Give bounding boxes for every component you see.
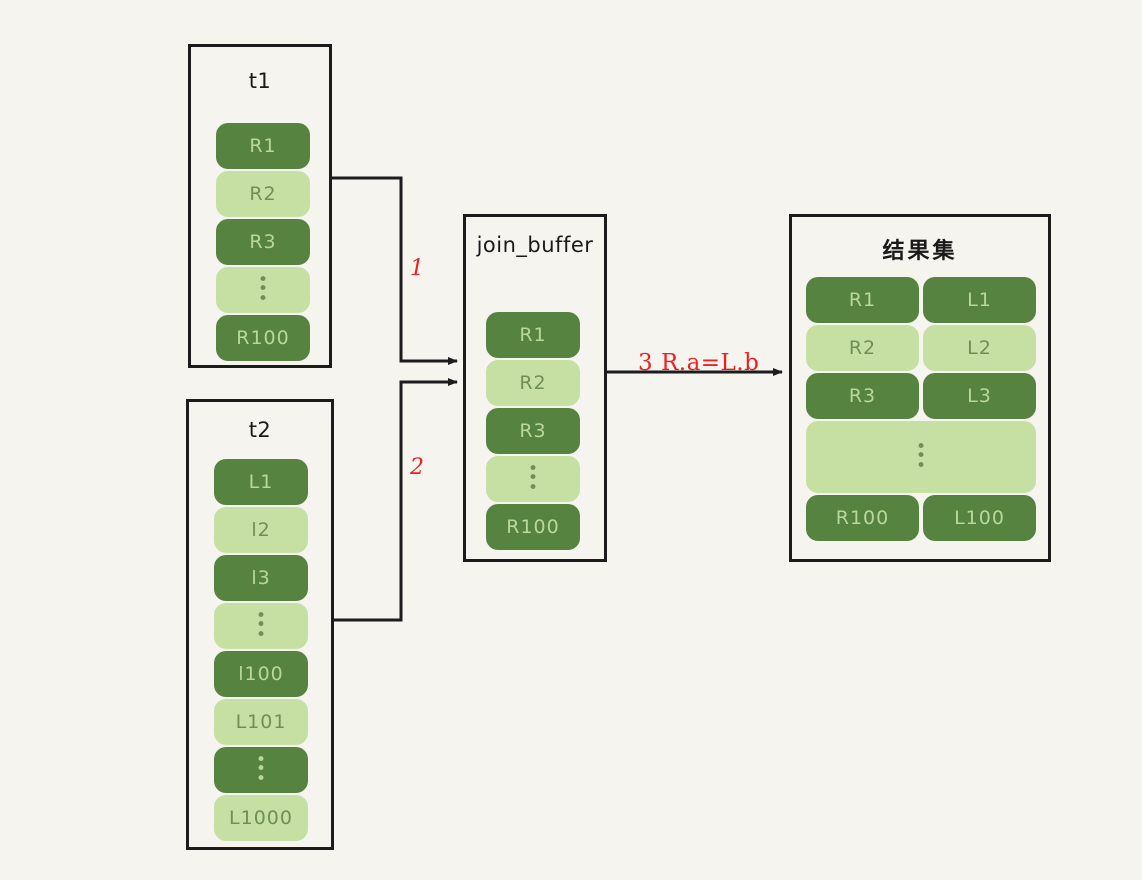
row-label: R2: [519, 372, 547, 394]
row-label: R100: [236, 327, 290, 349]
result-row-pill-left: R2: [806, 325, 919, 371]
row-label: L101: [235, 711, 287, 733]
row-label: R1: [519, 324, 547, 346]
row-pill: R100: [486, 504, 580, 550]
row-label: R3: [249, 231, 277, 253]
annotation-step-1: 1: [410, 256, 424, 281]
row-label: l100: [238, 663, 284, 685]
table-title-join-buffer: join_buffer: [476, 233, 594, 257]
row-label: l3: [251, 567, 271, 589]
result-row-pill-left: R100: [806, 495, 919, 541]
annotation-step-2: 2: [410, 455, 424, 480]
result-row-pill-span: •••: [806, 421, 1036, 493]
table-title-result-set: 结果集: [882, 239, 958, 264]
row-pill: l2: [214, 507, 308, 553]
row-pill: R2: [216, 171, 310, 217]
result-row-pill-right: L1: [923, 277, 1036, 323]
row-pill: •••: [214, 747, 308, 793]
row-pill: R100: [216, 315, 310, 361]
row-pill: R3: [216, 219, 310, 265]
row-label: L2: [967, 337, 992, 359]
row-pill: L101: [214, 699, 308, 745]
row-label: R2: [249, 183, 277, 205]
table-title-t2: t2: [248, 418, 272, 442]
row-pill: •••: [214, 603, 308, 649]
row-pill: R3: [486, 408, 580, 454]
annotation-step-3-condition: 3 R.a=L.b: [638, 350, 760, 376]
row-pill: R2: [486, 360, 580, 406]
row-label: L100: [954, 507, 1005, 529]
row-pill: L1: [214, 459, 308, 505]
row-pill: R1: [216, 123, 310, 169]
result-row-pill-left: R1: [806, 277, 919, 323]
row-pill: R1: [486, 312, 580, 358]
row-label: R1: [249, 135, 277, 157]
row-label: R3: [848, 385, 877, 407]
row-pill: l3: [214, 555, 308, 601]
row-label: l2: [251, 519, 271, 541]
row-pill: l100: [214, 651, 308, 697]
table-title-t1: t1: [248, 69, 272, 93]
row-label: L1000: [229, 807, 293, 829]
connector-t2-to-joinbuffer: [332, 378, 458, 622]
row-label: L1: [248, 471, 274, 493]
result-row-pill-right: L100: [923, 495, 1036, 541]
result-row-pill-right: L2: [923, 325, 1036, 371]
row-label: L3: [967, 385, 992, 407]
connector-t1-to-joinbuffer: [332, 176, 458, 365]
row-label: R3: [519, 420, 547, 442]
row-label: R1: [848, 289, 877, 311]
row-label: R100: [506, 516, 560, 538]
row-pill: •••: [486, 456, 580, 502]
row-label: L1: [967, 289, 992, 311]
row-label: R100: [835, 507, 890, 529]
row-pill: L1000: [214, 795, 308, 841]
result-row-pill-right: L3: [923, 373, 1036, 419]
row-pill: •••: [216, 267, 310, 313]
result-row-pill-left: R3: [806, 373, 919, 419]
row-label: R2: [848, 337, 877, 359]
